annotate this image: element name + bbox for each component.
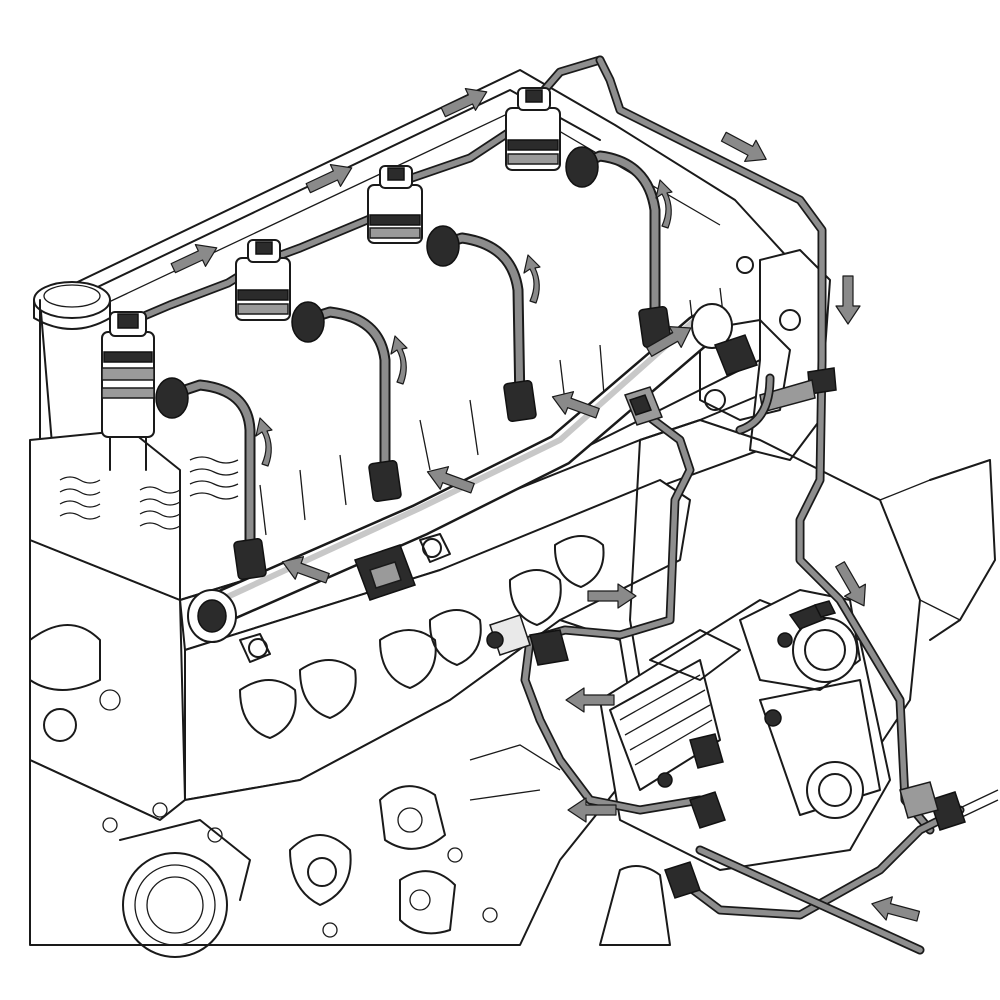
- flow-arrow-icon: [281, 556, 330, 584]
- flow-arrow-icon: [655, 179, 673, 229]
- flow-arrow-icon: [567, 797, 617, 823]
- flow-arrow-icon: [255, 417, 273, 467]
- flow-arrow-icon: [390, 335, 408, 385]
- flow-arrow-icon: [305, 163, 353, 194]
- flow-arrow-icon: [440, 87, 488, 118]
- injectors: [101, 87, 561, 471]
- flow-arrow-icon: [646, 326, 692, 357]
- injector-4: [505, 87, 561, 171]
- fuel-rail: [187, 303, 758, 663]
- pump-fittings: [486, 614, 966, 899]
- high-pressure-pipes: [155, 146, 672, 580]
- flow-arrow-icon: [587, 583, 637, 609]
- flow-arrow-icon: [835, 561, 866, 607]
- flow-arrow-icon: [523, 254, 541, 304]
- engine-block: [29, 69, 996, 958]
- injector-1: [101, 311, 155, 471]
- flow-arrows: [170, 87, 921, 922]
- injector-2: [235, 239, 291, 321]
- flow-arrow-icon: [565, 687, 615, 713]
- flow-arrow-icon: [426, 466, 475, 494]
- injector-3: [367, 165, 423, 244]
- flow-arrow-icon: [835, 275, 861, 325]
- flow-arrow-icon: [871, 896, 921, 922]
- flow-arrow-icon: [551, 391, 600, 419]
- flow-arrow-icon: [170, 243, 218, 274]
- flow-arrow-icon: [720, 131, 767, 163]
